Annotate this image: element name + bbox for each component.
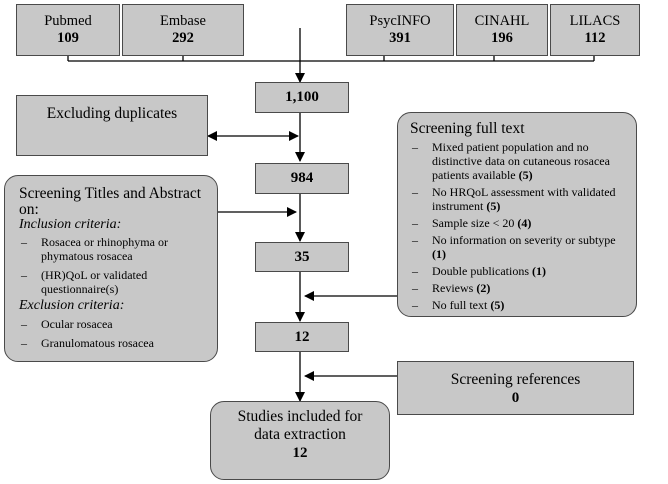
source-name: CINAHL — [474, 13, 530, 29]
source-cinahl: CINAHL 196 — [456, 4, 548, 56]
count-after-fulltext: 12 — [255, 322, 349, 352]
exclusion-item: Granulomatous rosacea — [19, 336, 211, 350]
exclusion-reason: Sample size < 20 (4) — [410, 216, 632, 230]
source-count: 292 — [172, 30, 194, 46]
exclusion-reason: No information on severity or subtype (1… — [410, 233, 632, 261]
source-pubmed: Pubmed 109 — [16, 4, 120, 56]
exclusion-reason: No HRQoL assessment with validated instr… — [410, 185, 632, 213]
source-lilacs: LILACS 112 — [550, 4, 640, 56]
count-after-titles: 35 — [255, 242, 349, 272]
excluding-duplicates-label: Excluding duplicates — [46, 105, 178, 122]
exclusion-reason: No full text (5) — [410, 298, 632, 312]
exclusion-criteria-label: Exclusion criteria: — [19, 298, 125, 313]
source-count: 109 — [57, 30, 79, 46]
titles-abstract-title: Screening Titles and Abstract — [19, 185, 202, 202]
exclusion-reason: Double publications (1) — [410, 264, 632, 278]
source-psycinfo: PsycINFO 391 — [346, 4, 454, 56]
excluding-duplicates-box: Excluding duplicates — [16, 95, 208, 156]
exclusion-criteria-list: Ocular rosacea Granulomatous rosacea — [19, 317, 211, 350]
screening-references-box: Screening references 0 — [397, 361, 634, 415]
studies-included-count: 12 — [292, 445, 308, 461]
exclusion-item: Ocular rosacea — [19, 317, 211, 331]
screening-references-title: Screening references — [450, 371, 581, 388]
full-text-title: Screening full text — [410, 120, 525, 137]
exclusion-reason: Mixed patient population and no distinct… — [410, 140, 632, 182]
source-name: PsycINFO — [369, 13, 431, 29]
exclusion-reason: Reviews (2) — [410, 281, 632, 295]
source-count: 391 — [389, 30, 411, 46]
studies-included-line1: Studies included for — [237, 408, 363, 425]
inclusion-item: Rosacea or rhinophyma or phymatous rosac… — [19, 235, 211, 263]
source-name: Pubmed — [44, 13, 92, 29]
studies-included-line2: data extraction — [254, 426, 346, 443]
source-count: 196 — [491, 30, 513, 46]
titles-abstract-box: Screening Titles and Abstract on: Inclus… — [4, 175, 218, 362]
count-total: 1,100 — [255, 82, 349, 113]
full-text-box: Screening full text Mixed patient popula… — [397, 112, 637, 317]
titles-abstract-title-cont: on: — [19, 201, 39, 218]
inclusion-criteria-label: Inclusion criteria: — [19, 217, 122, 232]
source-count: 112 — [584, 30, 606, 46]
screening-references-count: 0 — [511, 390, 520, 406]
inclusion-criteria-list: Rosacea or rhinophyma or phymatous rosac… — [19, 235, 211, 296]
source-embase: Embase 292 — [122, 4, 244, 56]
inclusion-item: (HR)QoL or validated questionnaire(s) — [19, 268, 211, 296]
source-name: Embase — [160, 13, 206, 29]
studies-included-box: Studies included for data extraction 12 — [210, 401, 390, 480]
full-text-exclusions: Mixed patient population and no distinct… — [410, 140, 632, 312]
count-after-duplicates: 984 — [255, 163, 349, 194]
source-name: LILACS — [569, 13, 621, 29]
